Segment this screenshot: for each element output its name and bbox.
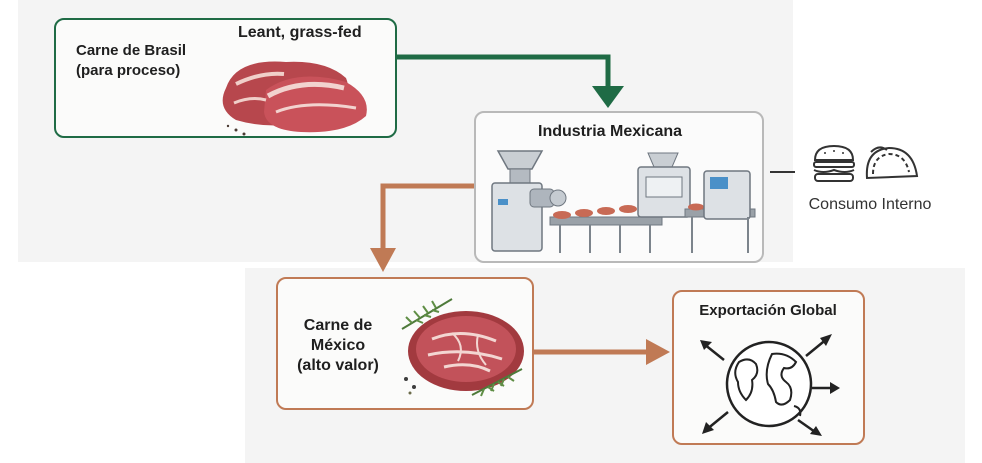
beef-cut-icon — [222, 61, 367, 136]
brazil-tag: Leant, grass-fed — [238, 24, 362, 41]
node-brazil-beef: Carne de Brasil (para proceso) Leant, gr… — [54, 18, 397, 138]
brazil-title-line1: Carne de Brasil — [76, 42, 187, 59]
mexico-title-line2: México — [310, 337, 366, 354]
mexico-title-line1: Carne de — [303, 317, 373, 334]
arrow-head-down-copper — [370, 248, 396, 272]
mexico-title-line3: (alto valor) — [297, 357, 379, 374]
arrow-head-green — [592, 86, 624, 108]
brazil-title-line2: (para proceso) — [76, 62, 181, 79]
arrow-brazil-to-industry — [395, 54, 611, 92]
node-mexico-beef: Carne de México (alto valor) — [276, 277, 534, 410]
node-consumo-interno: Consumo Interno — [795, 134, 945, 224]
taco-icon — [865, 146, 919, 180]
burger-icon — [813, 144, 855, 182]
industry-title: Industria Mexicana — [538, 123, 683, 140]
consumo-label: Consumo Interno — [808, 196, 932, 213]
rosemary-icon — [401, 298, 453, 330]
meat-processing-machinery-icon — [491, 150, 756, 253]
arrow-industry-to-mexico — [380, 183, 476, 252]
node-industria-mexicana: Industria Mexicana — [474, 111, 764, 263]
arrow-head-right-copper — [646, 339, 670, 365]
globe-icon — [700, 334, 840, 436]
node-exportacion-global: Exportación Global — [672, 290, 865, 445]
steak-icon — [401, 298, 524, 397]
export-title: Exportación Global — [699, 302, 837, 319]
